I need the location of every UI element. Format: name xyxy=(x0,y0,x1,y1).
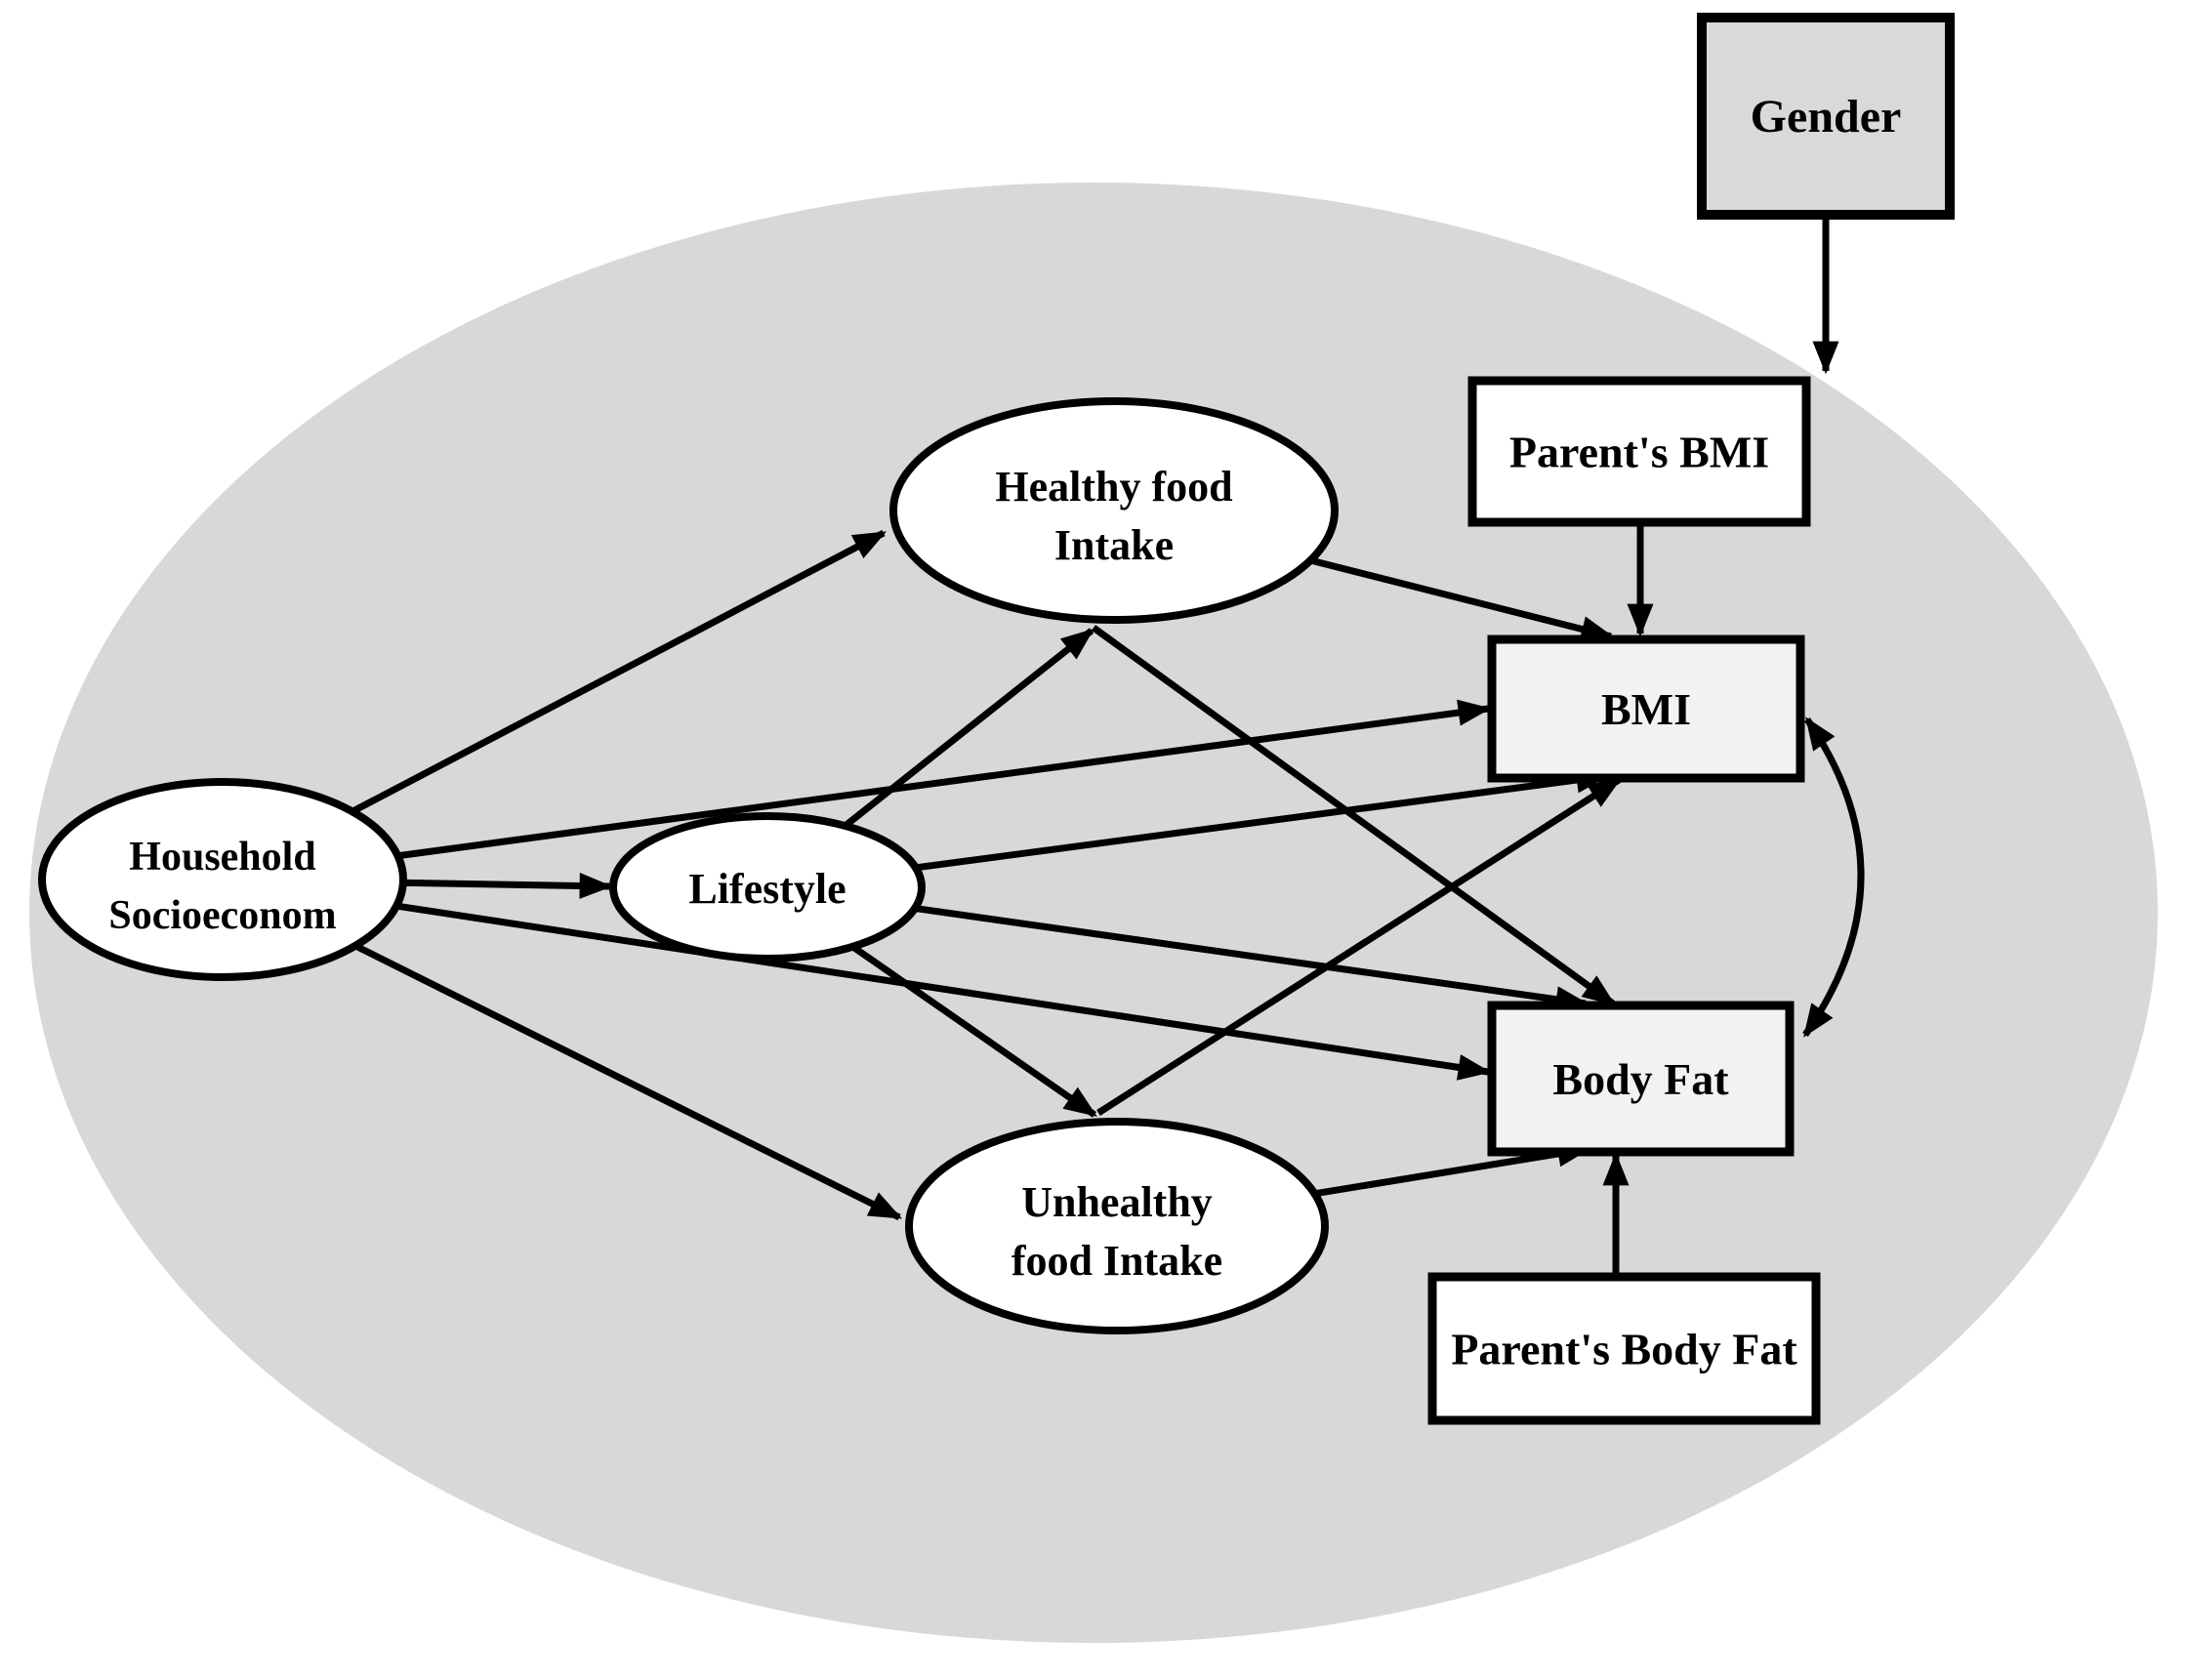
node-gender-box xyxy=(1697,13,1955,220)
node-parents_body_fat-label: Parent's Body Fat xyxy=(1451,1325,1797,1374)
node-healthy-ellipse xyxy=(889,397,1339,624)
node-lifestyle-label: Lifestyle xyxy=(688,865,846,913)
node-bmi: BMI xyxy=(1487,635,1805,783)
node-parents_body_fat-box xyxy=(1427,1272,1821,1425)
arrow-household-to-bmi xyxy=(222,699,1492,883)
node-lifestyle: Lifestyle xyxy=(609,812,926,963)
node-body_fat-box xyxy=(1487,1001,1795,1157)
arrow-unhealthy-to-bmi xyxy=(1096,777,1622,1116)
node-bmi-box xyxy=(1487,635,1805,783)
node-gender: Gender xyxy=(1697,13,1955,220)
node-household-ellipse xyxy=(38,778,407,981)
arrow-healthy-to-body_fat xyxy=(1091,625,1616,1006)
node-body_fat: Body Fat xyxy=(1487,1001,1795,1157)
arrow-household-to-body_fat xyxy=(222,876,1492,1081)
node-unhealthy-ellipse xyxy=(905,1118,1329,1334)
node-parents_bmi-box xyxy=(1467,376,1811,527)
node-parents_body_fat: Parent's Body Fat xyxy=(1427,1272,1821,1425)
node-lifestyle-ellipse xyxy=(609,812,926,963)
node-parents_bmi-label: Parent's BMI xyxy=(1509,428,1769,477)
node-bmi-label: BMI xyxy=(1601,684,1691,734)
node-parents_bmi: Parent's BMI xyxy=(1467,376,1811,527)
node-body_fat-label: Body Fat xyxy=(1552,1054,1729,1104)
node-gender-label: Gender xyxy=(1751,91,1902,143)
covariance-arrow-bmi-bodyfat xyxy=(1802,717,1865,1038)
